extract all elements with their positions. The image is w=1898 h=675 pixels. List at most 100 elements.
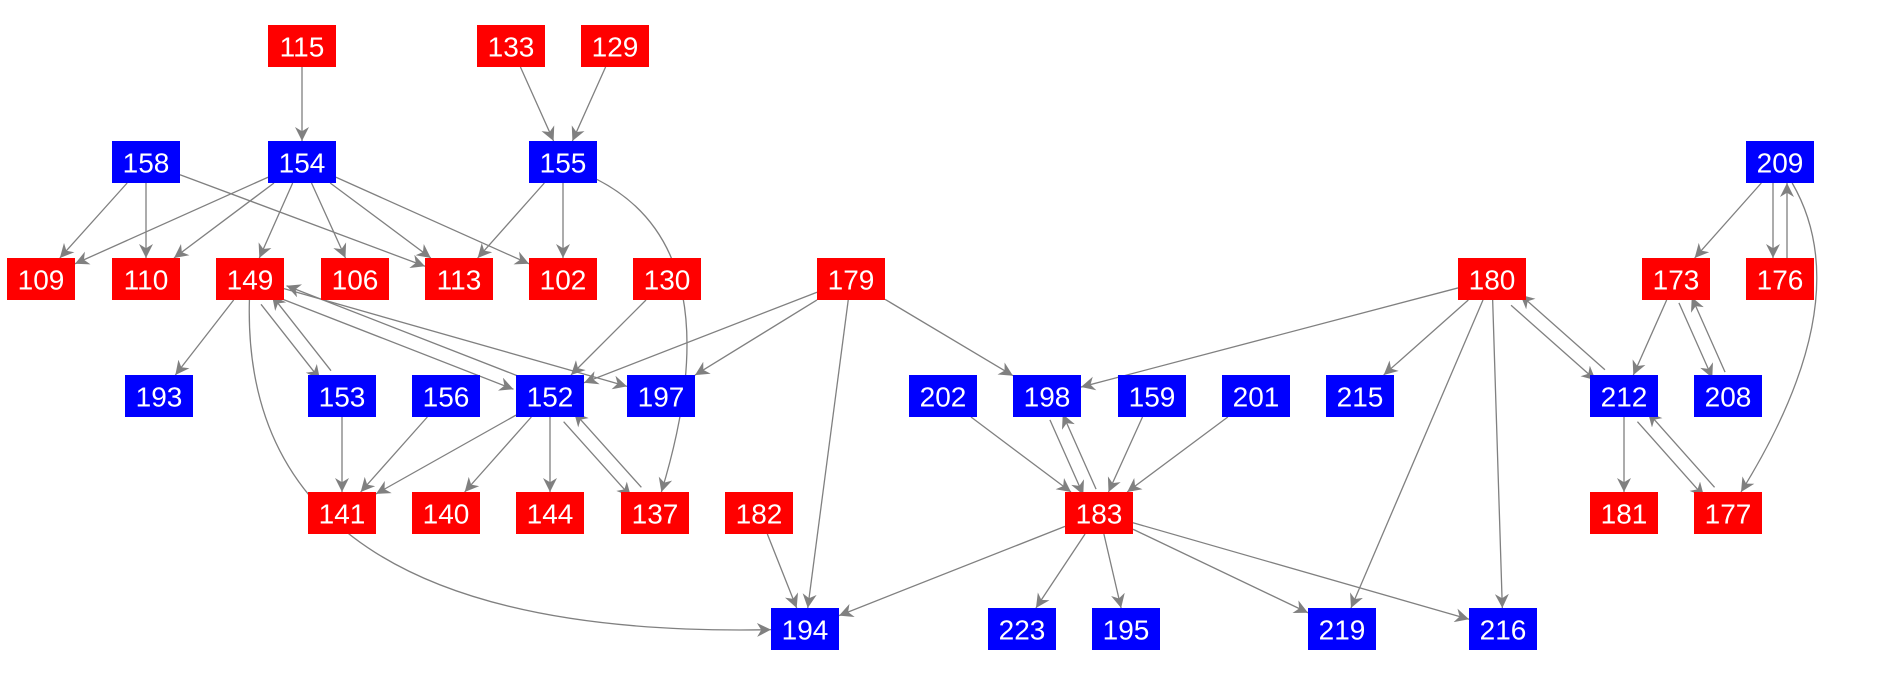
edge-198-to-183 — [1049, 419, 1084, 496]
node-box — [817, 258, 885, 300]
node-159[interactable]: 159 — [1118, 375, 1186, 417]
node-177[interactable]: 177 — [1694, 492, 1762, 534]
node-box — [725, 492, 793, 534]
node-223[interactable]: 223 — [988, 608, 1056, 650]
edge-201-to-183 — [1126, 416, 1229, 493]
node-212[interactable]: 212 — [1590, 375, 1658, 417]
edge-180-to-198 — [1080, 287, 1459, 391]
node-133[interactable]: 133 — [477, 25, 545, 67]
node-box — [1118, 375, 1186, 417]
edge-183-to-198 — [1062, 413, 1097, 490]
node-box — [1590, 492, 1658, 534]
edge-159-to-183 — [1107, 416, 1144, 493]
node-label: 223 — [999, 615, 1046, 646]
node-154[interactable]: 154 — [268, 141, 336, 183]
node-label: 173 — [1653, 265, 1700, 296]
node-130[interactable]: 130 — [633, 258, 701, 300]
edge-153-to-149 — [271, 295, 332, 372]
node-label: 179 — [828, 265, 875, 296]
edge-156-to-141 — [360, 416, 428, 493]
node-box — [1013, 375, 1081, 417]
node-208[interactable]: 208 — [1694, 375, 1762, 417]
node-label: 110 — [124, 265, 169, 296]
node-box — [268, 141, 336, 183]
node-182[interactable]: 182 — [725, 492, 793, 534]
node-box — [425, 258, 493, 300]
node-label: 183 — [1076, 499, 1123, 530]
node-219[interactable]: 219 — [1308, 608, 1376, 650]
edge-179-to-197 — [694, 299, 818, 376]
node-label: 194 — [782, 615, 829, 646]
edge-149-to-193 — [174, 299, 235, 376]
node-153[interactable]: 153 — [308, 375, 376, 417]
node-149[interactable]: 149 — [216, 258, 284, 300]
node-box — [771, 608, 839, 650]
edge-158-to-113 — [179, 174, 426, 268]
edge-155-to-113 — [477, 182, 545, 259]
edge-180-to-212 — [1510, 304, 1597, 381]
node-144[interactable]: 144 — [516, 492, 584, 534]
node-152[interactable]: 152 — [516, 375, 584, 417]
node-173[interactable]: 173 — [1642, 258, 1710, 300]
node-201[interactable]: 201 — [1222, 375, 1290, 417]
node-181[interactable]: 181 — [1590, 492, 1658, 534]
node-box — [1746, 258, 1814, 300]
node-156[interactable]: 156 — [412, 375, 480, 417]
node-176[interactable]: 176 — [1746, 258, 1814, 300]
node-102[interactable]: 102 — [529, 258, 597, 300]
node-box — [1694, 492, 1762, 534]
edge-183-to-219 — [1132, 528, 1309, 614]
node-129[interactable]: 129 — [581, 25, 649, 67]
node-202[interactable]: 202 — [909, 375, 977, 417]
node-106[interactable]: 106 — [321, 258, 389, 300]
node-195[interactable]: 195 — [1092, 608, 1160, 650]
node-box — [1746, 141, 1814, 183]
node-label: 106 — [332, 265, 379, 296]
node-box — [216, 258, 284, 300]
node-115[interactable]: 115 — [268, 25, 336, 67]
edges-layer — [59, 66, 1818, 637]
node-158[interactable]: 158 — [112, 141, 180, 183]
node-180[interactable]: 180 — [1458, 258, 1526, 300]
node-box — [1222, 375, 1290, 417]
node-216[interactable]: 216 — [1469, 608, 1537, 650]
node-box — [581, 25, 649, 67]
node-113[interactable]: 113 — [425, 258, 493, 300]
node-193[interactable]: 193 — [125, 375, 193, 417]
edge-183-to-195 — [1103, 533, 1125, 609]
node-label: 158 — [123, 148, 170, 179]
node-194[interactable]: 194 — [771, 608, 839, 650]
node-label: 155 — [540, 148, 587, 179]
nodes-layer: 115 133 129 158 154 155 209 109 110 149 106 113 102 1… — [7, 25, 1814, 650]
edge-212-to-180 — [1519, 294, 1606, 371]
node-box — [1065, 492, 1133, 534]
node-109[interactable]: 109 — [7, 258, 75, 300]
node-197[interactable]: 197 — [627, 375, 695, 417]
node-155[interactable]: 155 — [529, 141, 597, 183]
node-140[interactable]: 140 — [412, 492, 480, 534]
node-141[interactable]: 141 — [308, 492, 376, 534]
node-box — [988, 608, 1056, 650]
node-110[interactable]: 110 — [112, 258, 180, 300]
edge-149-to-153 — [260, 303, 321, 380]
node-box — [112, 141, 180, 183]
node-label: 144 — [527, 499, 574, 530]
node-box — [308, 375, 376, 417]
node-box — [477, 25, 545, 67]
node-box — [112, 258, 180, 300]
edge-149-to-197 — [283, 288, 628, 390]
edge-154-to-109 — [74, 176, 269, 265]
node-198[interactable]: 198 — [1013, 375, 1081, 417]
node-209[interactable]: 209 — [1746, 141, 1814, 183]
node-183[interactable]: 183 — [1065, 492, 1133, 534]
node-label: 177 — [1705, 499, 1752, 530]
node-box — [633, 258, 701, 300]
node-137[interactable]: 137 — [621, 492, 689, 534]
node-label: 197 — [638, 382, 685, 413]
node-label: 212 — [1601, 382, 1648, 413]
node-box — [1458, 258, 1526, 300]
node-179[interactable]: 179 — [817, 258, 885, 300]
node-215[interactable]: 215 — [1326, 375, 1394, 417]
node-label: 176 — [1757, 265, 1804, 296]
node-label: 130 — [644, 265, 691, 296]
